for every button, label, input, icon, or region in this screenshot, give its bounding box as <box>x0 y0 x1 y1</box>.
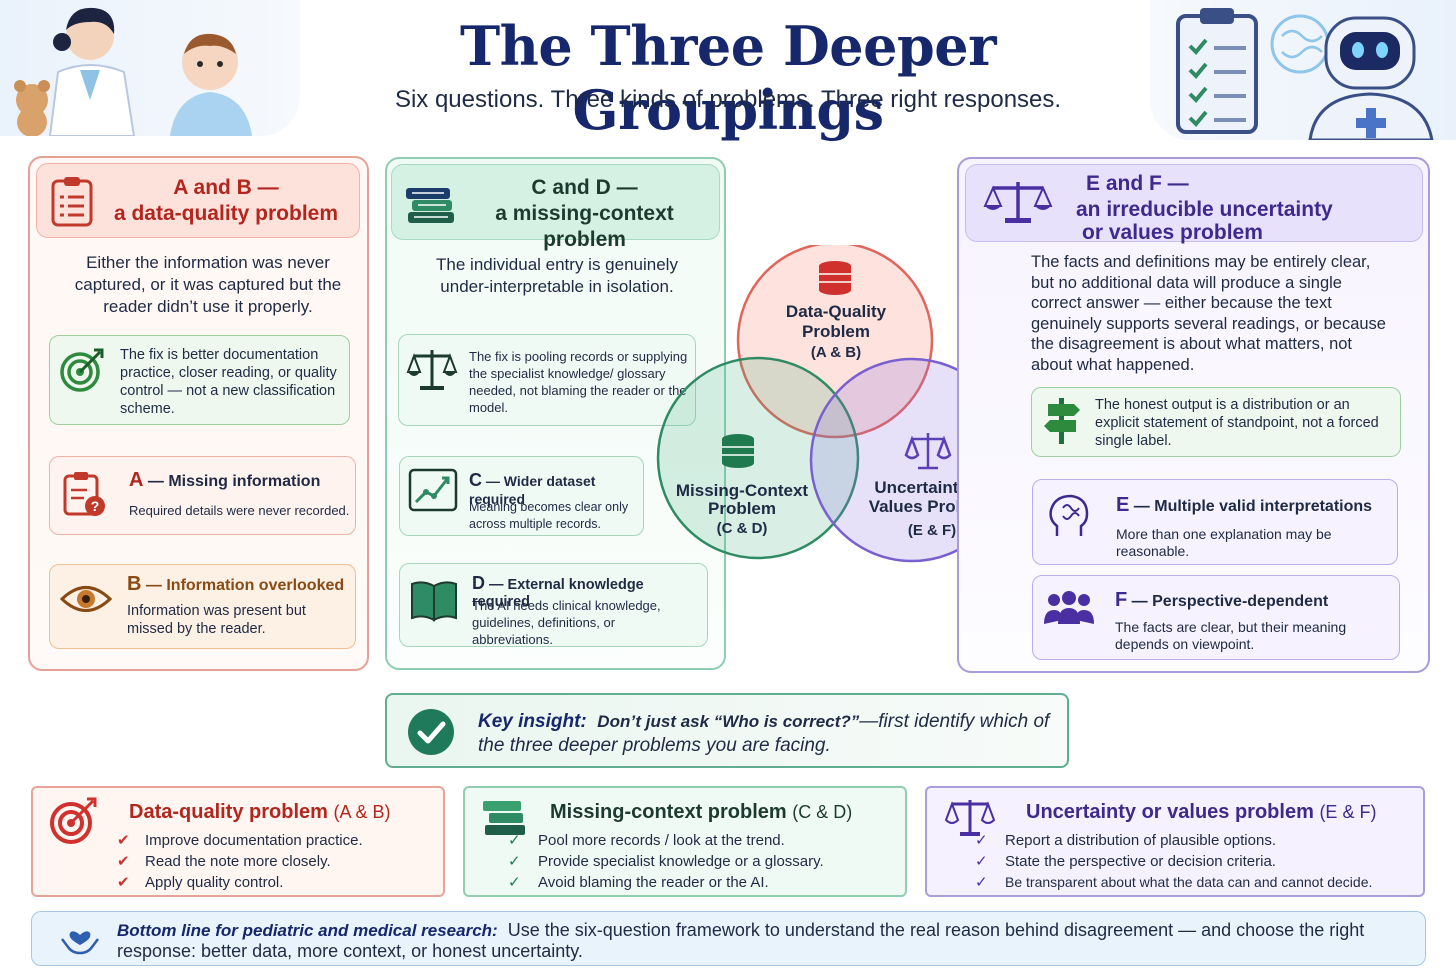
response-item: ✓Avoid blaming the reader or the AI. <box>508 874 769 891</box>
response-item: ✓State the perspective or decision crite… <box>975 853 1276 870</box>
check-icon: ✓ <box>975 832 988 849</box>
group-ef-heading-line1: E and F — <box>1086 172 1189 195</box>
item-c-title: C — Wider dataset required <box>469 470 596 507</box>
response-item: ✓Provide specialist knowledge or a gloss… <box>508 853 824 870</box>
clipboard-list-icon <box>51 177 93 227</box>
venn-sub-data-quality: (A & B) <box>810 344 862 361</box>
group-cd-heading-line1: C and D — <box>531 176 638 199</box>
venn-sub-uncertainty: (E & F) <box>907 522 957 539</box>
books-icon <box>483 801 525 835</box>
venn-label-data-quality-2: Problem <box>801 322 871 341</box>
scales-icon-small <box>944 800 996 836</box>
header-illustration-right <box>1150 0 1456 142</box>
scale-icon-purple <box>904 433 952 470</box>
clipboard-question-icon: ? <box>63 472 105 516</box>
group-ab-description: Either the information was never capture… <box>74 253 342 316</box>
people-group-icon <box>1044 591 1094 624</box>
eye-icon <box>60 586 112 612</box>
group-ef-description: The facts and definitions may be entirel… <box>1031 253 1386 374</box>
clipboard-robot-illustration <box>1176 8 1434 142</box>
response-uncertainty-title: Uncertainty or values problem (E & F) <box>1026 801 1377 823</box>
doctor-child-illustration <box>14 7 252 137</box>
svg-text:?: ? <box>91 498 100 514</box>
venn-label-missing-context-2: Problem <box>707 499 777 518</box>
item-e-card <box>1032 479 1398 565</box>
group-ef-heading-line3: or values problem <box>1082 221 1263 244</box>
venn-sub-missing-context: (C & D) <box>716 520 768 537</box>
item-a-title: A — Missing information <box>129 469 321 491</box>
item-f-title: F — Perspective-dependent <box>1115 589 1329 611</box>
balance-scale-icon <box>406 350 458 390</box>
check-icon: ✓ <box>508 874 521 891</box>
check-icon: ✔ <box>117 832 130 849</box>
item-e-title: E — Multiple valid interpretations <box>1116 494 1373 516</box>
group-ef-header <box>965 164 1423 242</box>
group-ef-fix-card <box>1031 387 1401 457</box>
response-item: ✓Report a distribution of plausible opti… <box>975 832 1276 849</box>
response-item: ✔Read the note more closely. <box>117 853 331 870</box>
bullseye-icon <box>50 797 97 844</box>
item-e-text: More than one explanation may be reasona… <box>1116 526 1332 559</box>
check-icon: ✓ <box>975 853 988 870</box>
bottom-line-text: Bottom line for pediatric and medical re… <box>117 920 1365 961</box>
key-insight-box <box>385 693 1069 768</box>
group-ab-heading-line2: a data-quality problem <box>113 202 339 225</box>
group-ab-fix-text: The fix is better documentation practice… <box>120 347 337 417</box>
venn-label-data-quality-1: Data-Quality <box>785 302 887 321</box>
signpost-icon <box>1044 398 1080 444</box>
response-data-quality-list: ✔Improve documentation practice. ✔Read t… <box>117 830 437 893</box>
page-title: The Three Deeper Groupings <box>459 14 997 142</box>
group-ab-heading-line1: A and B — <box>173 176 279 199</box>
books-stack-icon <box>406 188 454 223</box>
item-d-text: The AI needs clinical knowledge, guideli… <box>472 598 661 647</box>
response-item: ✔Improve documentation practice. <box>117 832 363 849</box>
heart-hands-icon <box>61 931 99 955</box>
check-icon: ✓ <box>975 874 988 891</box>
check-icon: ✓ <box>508 832 521 849</box>
item-b-text: Information was present but missed by th… <box>127 603 306 637</box>
key-insight-text: Key insight: Don’t just ask “Who is corr… <box>478 711 1050 756</box>
open-book-icon <box>411 581 457 622</box>
response-uncertainty-box <box>925 786 1425 897</box>
response-item: ✔Apply quality control. <box>117 874 284 891</box>
database-icon-green <box>722 434 754 468</box>
check-icon: ✔ <box>117 874 130 891</box>
scales-icon <box>983 182 1053 223</box>
group-cd-description: The individual entry is genuinely under-… <box>436 255 678 296</box>
response-missing-context-title: Missing-context problem (C & D) <box>550 801 853 823</box>
item-a-card <box>49 456 356 535</box>
response-uncertainty-list: ✓Report a distribution of plausible opti… <box>975 830 1420 893</box>
item-c-text: Meaning becomes clear only across multip… <box>469 500 629 531</box>
response-data-quality-title: Data-quality problem (A & B) <box>129 801 391 823</box>
venn-circle-missing-context <box>656 356 860 560</box>
group-ef-heading-line2: an irreducible uncertainty <box>1076 198 1333 221</box>
venn-label-missing-context-1: Missing-Context <box>675 481 809 500</box>
database-icon-red <box>819 261 851 295</box>
check-icon: ✓ <box>508 853 521 870</box>
thinking-head-icon <box>1049 494 1089 536</box>
response-missing-context-list: ✓Pool more records / look at the trend. … <box>508 830 898 893</box>
target-icon <box>60 348 104 392</box>
trend-chart-icon <box>408 468 458 512</box>
response-missing-context-box <box>463 786 907 897</box>
item-a-text: Required details were never recorded. <box>129 503 350 518</box>
bottom-line-box <box>31 911 1426 966</box>
venn-circle-data-quality <box>736 245 934 439</box>
item-f-card <box>1032 575 1400 660</box>
item-d-title: D — External knowledge required <box>472 573 644 610</box>
group-cd-heading-line2: a missing-context problem <box>495 202 674 251</box>
group-ef-fix-text: The honest output is a distribution or a… <box>1095 397 1379 449</box>
item-b-title: B — Information overlooked <box>127 573 345 595</box>
response-data-quality-box <box>31 786 445 897</box>
group-cd-fix-text: The fix is pooling records or supplying … <box>469 349 688 415</box>
group-cd-fix-card <box>398 334 696 426</box>
group-ab-header <box>36 163 360 238</box>
page-subtitle: Six questions. Three kinds of problems. … <box>394 86 1062 113</box>
item-f-text: The facts are clear, but their meaning d… <box>1115 619 1347 652</box>
response-item: ✓Pool more records / look at the trend. <box>508 832 785 849</box>
check-icon: ✔ <box>117 853 130 870</box>
response-item: ✓Be transparent about what the data can … <box>975 874 1373 891</box>
header-illustration-left <box>0 0 300 137</box>
checkmark-circle-icon <box>408 709 454 755</box>
